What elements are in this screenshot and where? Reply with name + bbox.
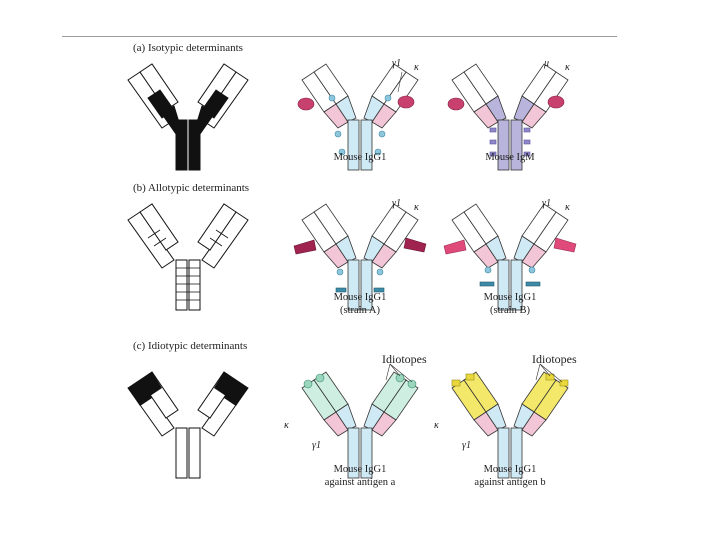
- label-c-right-line1: Mouse IgG1: [450, 464, 570, 476]
- label-b-right-line2: (strain B): [455, 305, 565, 317]
- label-c-right-line2: against antigen b: [450, 477, 570, 489]
- label-a-mid: Mouse IgG1: [305, 152, 415, 164]
- kappa-label-b-mid: κ: [414, 202, 419, 213]
- kappa-label-b-right: κ: [565, 202, 570, 213]
- gamma1-label-c-mid: γ1: [312, 440, 321, 451]
- idiotopes-label-c-right: Idiotopes: [532, 352, 577, 367]
- kappa-label-c-right: κ: [434, 420, 439, 431]
- label-c-mid-line1: Mouse IgG1: [300, 464, 420, 476]
- gamma1-label-c-right: γ1: [462, 440, 471, 451]
- gamma1-label-b-mid: γ1: [392, 198, 401, 209]
- kappa-label-a-right: κ: [565, 62, 570, 73]
- antibody-isotypic-schematic: [118, 62, 258, 172]
- section-a-title: (a) Isotypic determinants: [133, 42, 243, 54]
- kappa-label-a-mid: κ: [414, 62, 419, 73]
- antibody-allotypic-schematic: [118, 202, 258, 312]
- gamma1-label-a-mid: γ1: [392, 58, 401, 69]
- gamma1-label-b-right: γ1: [542, 198, 551, 209]
- antibody-idiotypic-schematic: [118, 370, 258, 480]
- top-divider: [62, 36, 617, 37]
- section-c-title: (c) Idiotypic determinants: [133, 340, 247, 352]
- section-b-title: (b) Allotypic determinants: [133, 182, 249, 194]
- label-a-right: Mouse IgM: [455, 152, 565, 164]
- label-b-mid-line1: Mouse IgG1: [305, 292, 415, 304]
- mu-label-a-right: μ: [544, 58, 549, 69]
- kappa-label-c-mid: κ: [284, 420, 289, 431]
- label-c-mid-line2: against antigen a: [300, 477, 420, 489]
- idiotopes-label-c-mid: Idiotopes: [382, 352, 427, 367]
- label-b-right-line1: Mouse IgG1: [455, 292, 565, 304]
- label-b-mid-line2: (strain A): [305, 305, 415, 317]
